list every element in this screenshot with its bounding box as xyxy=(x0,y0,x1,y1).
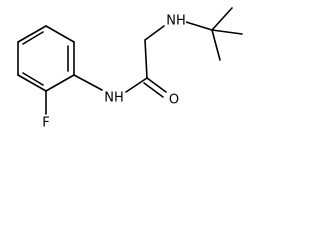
bond-tbu-methyl-top xyxy=(211,7,233,31)
amine-nh-label: NH xyxy=(166,14,186,29)
structure-diagram: NH NH O F xyxy=(0,0,249,147)
ring-bond-c6-c1 xyxy=(45,74,75,92)
bond-nh-to-ch2 xyxy=(144,25,165,41)
oxygen-bg xyxy=(167,92,181,108)
bond-tbu-to-nh xyxy=(185,21,213,31)
ring-bond-c3-c4 xyxy=(17,25,47,43)
bond-carbonyl-double-1 xyxy=(146,77,167,93)
ring-inner-double-2 xyxy=(22,31,44,45)
bond-tbu-methyl-right xyxy=(211,29,243,35)
nh-amine-bg xyxy=(166,13,186,29)
ring-bond-c2-c3 xyxy=(45,25,75,43)
bond-carbonyl-to-amide-nh xyxy=(125,77,148,93)
nh-amide-bg xyxy=(103,89,125,105)
ring-inner-double-3 xyxy=(22,72,44,86)
molecule-svg: NH NH O F xyxy=(17,7,243,131)
fluorine-label: F xyxy=(42,116,49,131)
bond-ch2-to-carbonyl xyxy=(144,39,148,79)
bond-tbu-methyl-bottom xyxy=(211,29,221,61)
bond-amide-nh-to-ring xyxy=(73,74,103,91)
amide-nh-label: NH xyxy=(104,91,124,106)
fluorine-bg xyxy=(40,115,52,131)
bond-carbonyl-double-2 xyxy=(143,82,164,98)
ring-bond-c5-c6 xyxy=(17,74,47,92)
carbonyl-oxygen-label: O xyxy=(169,93,179,108)
